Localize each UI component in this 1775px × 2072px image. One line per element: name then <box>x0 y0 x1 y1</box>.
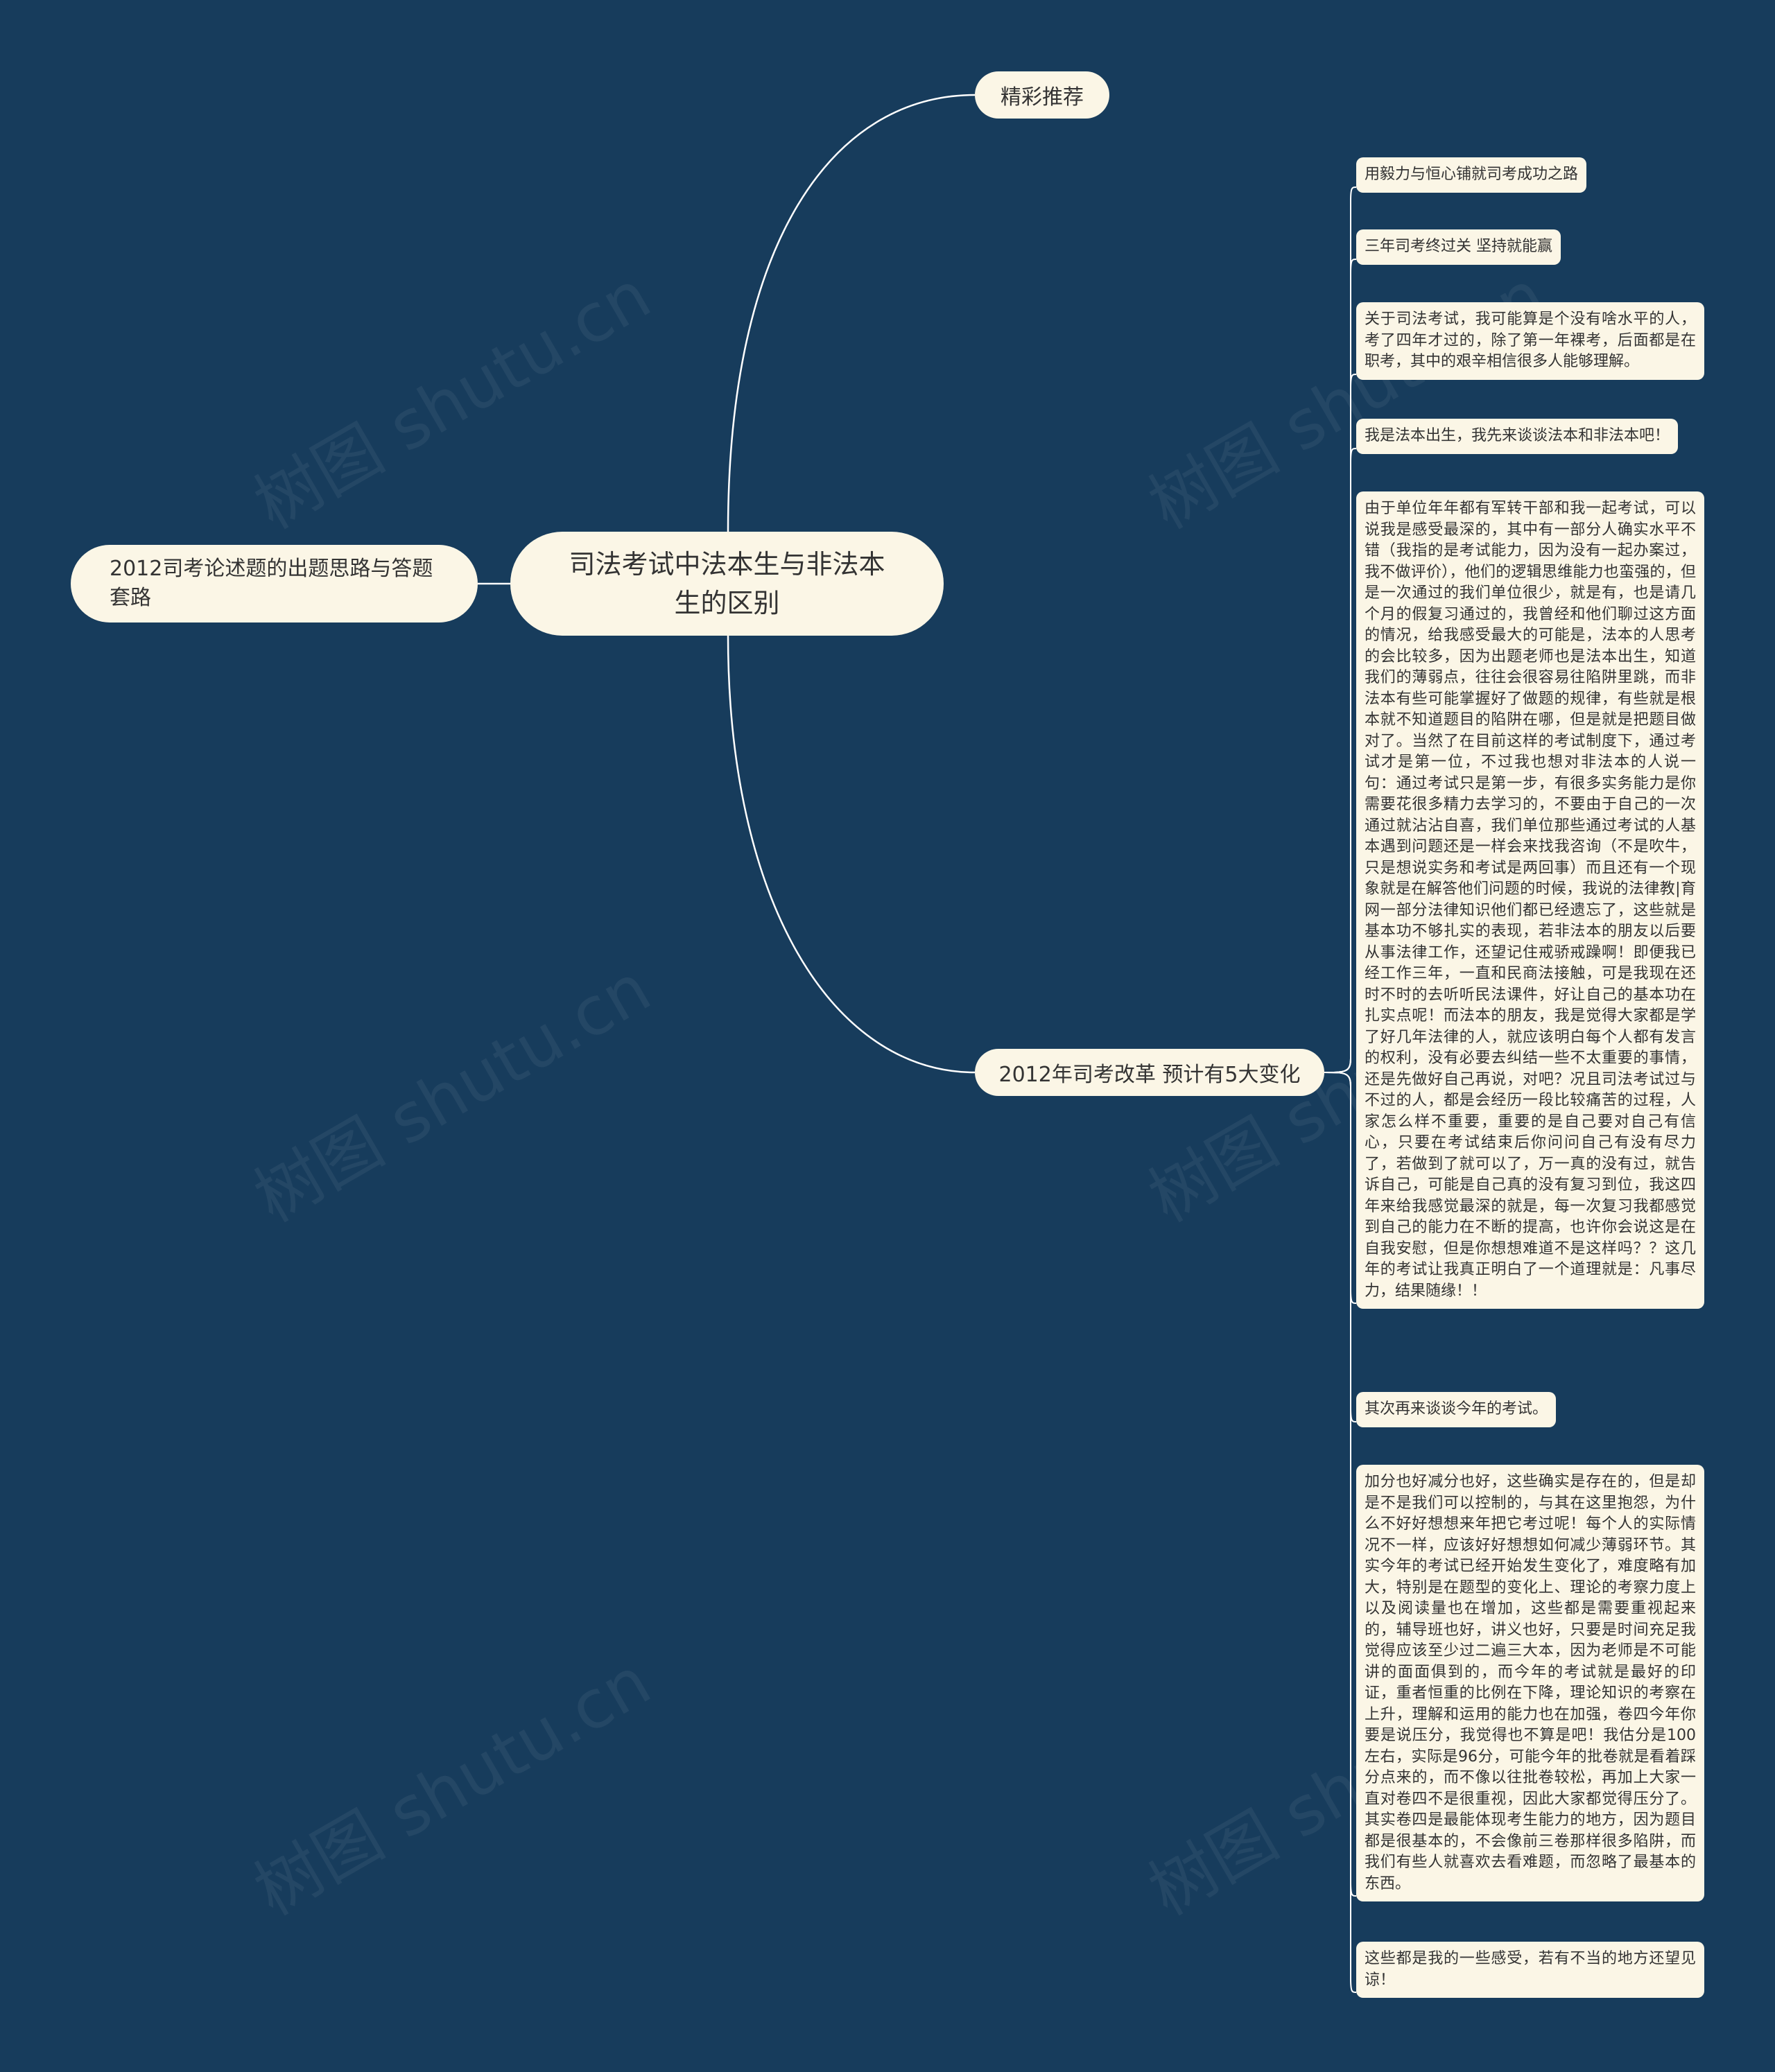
leaf-node[interactable]: 用毅力与恒心铺就司考成功之路 <box>1356 157 1587 193</box>
leaf-text: 关于司法考试，我可能算是个没有啥水平的人，考了四年才过的，除了第一年裸考，后面都… <box>1365 311 1696 370</box>
leaf-node[interactable]: 三年司考终过关 坚持就能赢 <box>1356 229 1561 265</box>
leaf-text: 其次再来谈谈今年的考试。 <box>1365 1400 1548 1418</box>
root-title: 司法考试中法本生与非法本生的区别 <box>569 549 885 618</box>
leaf-links <box>1324 186 1357 1993</box>
branch-node-recommend[interactable]: 精彩推荐 <box>975 71 1109 119</box>
link-leaf-0 <box>1324 186 1357 1073</box>
branch-label: 2012司考论述题的出题思路与答题套路 <box>110 557 433 610</box>
link-root-mid <box>727 635 976 1074</box>
leaf-text: 三年司考终过关 坚持就能赢 <box>1365 238 1552 255</box>
leaf-text: 加分也好减分也好，这些确实是存在的，但是却是不是我们可以控制的，与其在这里抱怨，… <box>1365 1473 1696 1892</box>
leaf-text: 这些都是我的一些感受，若有不当的地方还望见谅！ <box>1365 1950 1696 1989</box>
link-leaf-3 <box>1324 448 1357 1073</box>
branch-label: 精彩推荐 <box>1001 85 1084 110</box>
root-node[interactable]: 司法考试中法本生与非法本生的区别 <box>510 532 944 636</box>
leaf-node[interactable]: 我是法本出生，我先来谈谈法本和非法本吧！ <box>1356 419 1679 454</box>
leaf-text: 由于单位年年都有军转干部和我一起考试，可以说我是感受最深的，其中有一部分人确实水… <box>1365 500 1696 1300</box>
link-root-top <box>727 94 976 532</box>
leaf-node[interactable]: 加分也好减分也好，这些确实是存在的，但是却是不是我们可以控制的，与其在这里抱怨，… <box>1356 1465 1704 1901</box>
leaf-text: 我是法本出生，我先来谈谈法本和非法本吧！ <box>1365 427 1670 444</box>
branch-node-left[interactable]: 2012司考论述题的出题思路与答题套路 <box>71 545 478 623</box>
branch-node-reform[interactable]: 2012年司考改革 预计有5大变化 <box>975 1049 1324 1096</box>
leaf-node[interactable]: 关于司法考试，我可能算是个没有啥水平的人，考了四年才过的，除了第一年裸考，后面都… <box>1356 302 1704 380</box>
branch-label: 2012年司考改革 预计有5大变化 <box>998 1063 1301 1087</box>
leaf-node[interactable]: 其次再来谈谈今年的考试。 <box>1356 1392 1557 1427</box>
leaf-text: 用毅力与恒心铺就司考成功之路 <box>1365 166 1579 183</box>
link-leaf-2 <box>1324 374 1357 1073</box>
leaf-node[interactable]: 这些都是我的一些感受，若有不当的地方还望见谅！ <box>1356 1942 1704 1998</box>
link-leaf-7 <box>1324 1072 1357 1993</box>
leaf-node[interactable]: 由于单位年年都有军转干部和我一起考试，可以说我是感受最深的，其中有一部分人确实水… <box>1356 491 1704 1309</box>
